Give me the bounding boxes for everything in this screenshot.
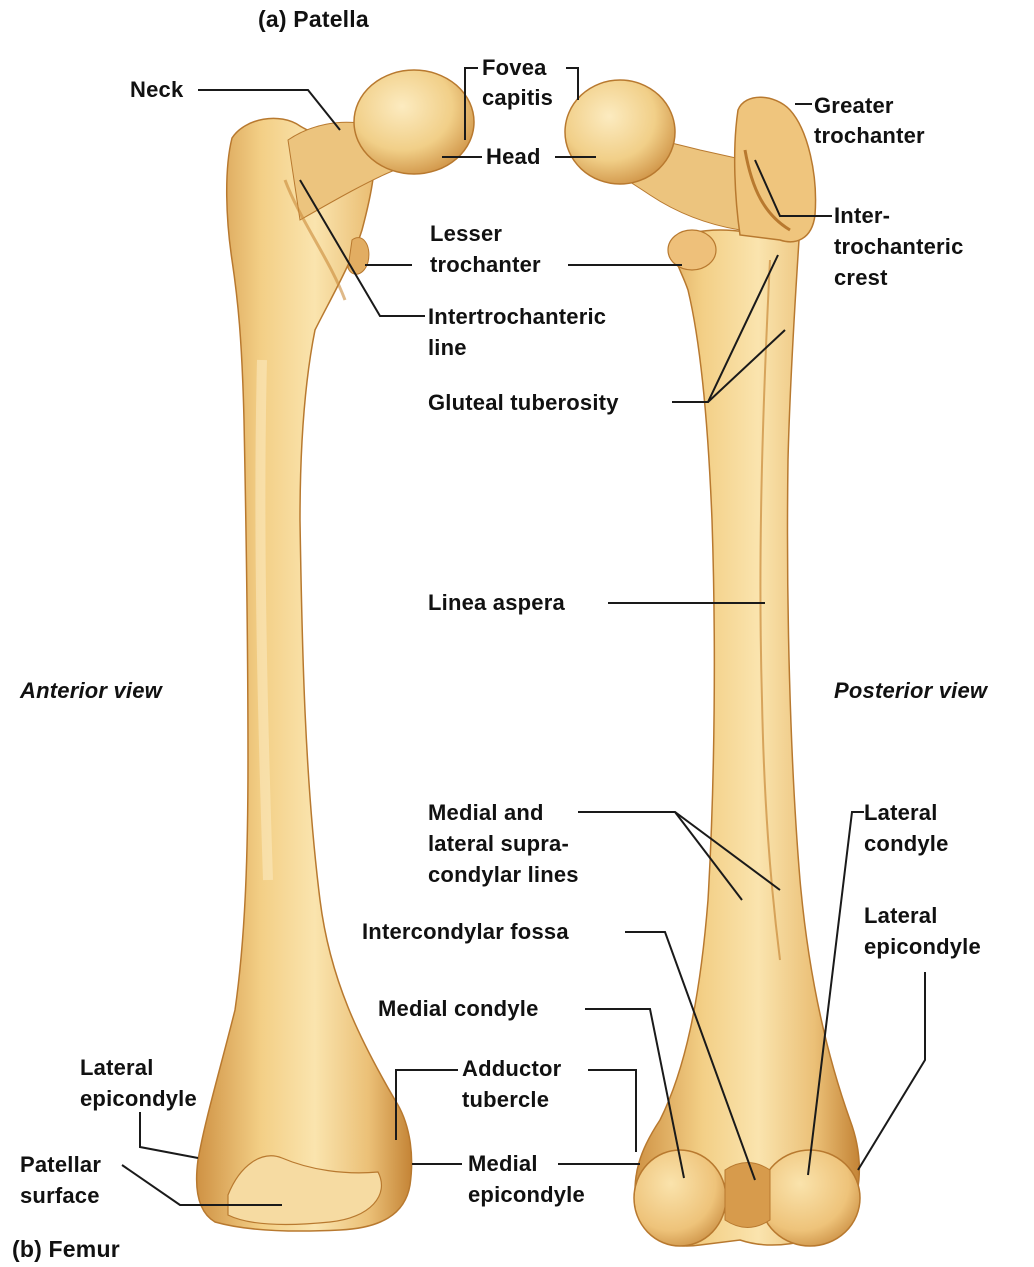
posterior-intercondylar-fossa: [725, 1163, 770, 1228]
label-medial-condyle: Medial condyle: [378, 993, 539, 1024]
posterior-femur: [565, 80, 860, 1246]
anterior-head: [354, 70, 474, 174]
label-intertrochanteric-line-2: line: [428, 332, 467, 363]
label-lesser-trochanter-1: Lesser: [430, 218, 502, 249]
posterior-head: [565, 80, 675, 184]
label-intercondylar-fossa: Intercondylar fossa: [362, 916, 569, 947]
label-medial-epicondyle-2: epicondyle: [468, 1179, 585, 1210]
anterior-view-label: Anterior view: [20, 675, 162, 706]
label-lateral-epicondyle-anterior-1: Lateral: [80, 1052, 154, 1083]
label-neck: Neck: [130, 74, 183, 105]
label-fovea-capitis-2: capitis: [482, 82, 553, 113]
anterior-proximal-end: [197, 118, 412, 1231]
label-lesser-trochanter-2: trochanter: [430, 249, 541, 280]
label-patellar-surface-2: surface: [20, 1180, 100, 1211]
patella-title: (a) Patella: [258, 4, 369, 35]
label-patellar-surface-1: Patellar: [20, 1149, 101, 1180]
label-lateral-condyle-1: Lateral: [864, 797, 938, 828]
label-greater-trochanter-2: trochanter: [814, 120, 925, 151]
label-lateral-epicondyle-anterior-2: epicondyle: [80, 1083, 197, 1114]
label-medial-epicondyle-1: Medial: [468, 1148, 538, 1179]
label-supracondylar-1: Medial and: [428, 797, 544, 828]
label-intertrochanteric-line-1: Intertrochanteric: [428, 301, 606, 332]
label-adductor-tubercle-2: tubercle: [462, 1084, 549, 1115]
label-linea-aspera: Linea aspera: [428, 587, 565, 618]
femur-title: (b) Femur: [12, 1234, 120, 1265]
posterior-medial-condyle: [634, 1150, 726, 1246]
label-supracondylar-3: condylar lines: [428, 859, 579, 890]
label-gluteal-tuberosity: Gluteal tuberosity: [428, 387, 619, 418]
leader-adductor-right: [588, 1070, 636, 1152]
label-intertrochanteric-crest-1: Inter-: [834, 200, 890, 231]
label-lateral-condyle-2: condyle: [864, 828, 949, 859]
label-intertrochanteric-crest-2: trochanteric: [834, 231, 964, 262]
leader-lateral-epicondyle-left: [140, 1112, 198, 1158]
label-head: Head: [486, 141, 541, 172]
label-adductor-tubercle-1: Adductor: [462, 1053, 561, 1084]
label-lateral-epicondyle-posterior-2: epicondyle: [864, 931, 981, 962]
leader-fovea-right: [566, 68, 578, 100]
leader-lateral-epicondyle-right: [858, 972, 925, 1170]
label-greater-trochanter-1: Greater: [814, 90, 894, 121]
posterior-shaft: [635, 225, 859, 1246]
label-intertrochanteric-crest-3: crest: [834, 262, 888, 293]
label-lateral-epicondyle-posterior-1: Lateral: [864, 900, 938, 931]
posterior-view-label: Posterior view: [834, 675, 987, 706]
label-supracondylar-2: lateral supra-: [428, 828, 569, 859]
label-fovea-capitis-1: Fovea: [482, 52, 547, 83]
